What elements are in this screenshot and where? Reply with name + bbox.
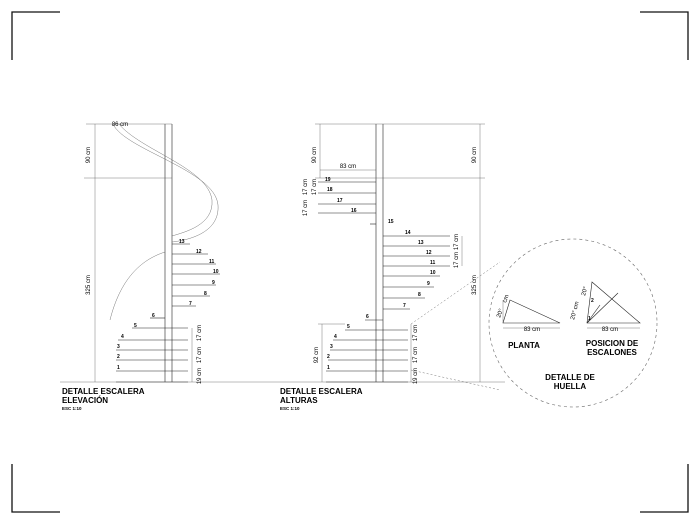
posicion-label: POSICION DE (586, 339, 639, 348)
alturas-step-number: 12 (426, 250, 432, 256)
alturas-step-number: 14 (405, 230, 411, 236)
posicion-step-number: 1 (588, 316, 591, 322)
huella-title: DETALLE DE (545, 373, 595, 382)
planta-width-dim: 83 cm (524, 327, 540, 333)
elevation-step-number: 5 (134, 323, 137, 329)
huella-detail-circle (488, 238, 658, 408)
elevation-step-number: 1 (117, 365, 120, 371)
alturas-dim-17: 17 cm (454, 252, 460, 268)
elevation-step-number: 8 (204, 291, 207, 297)
elevation-subtitle: ELEVACIÓN (62, 396, 108, 405)
elevation-step-number: 10 (213, 269, 219, 275)
planta-label: PLANTA (508, 341, 540, 350)
alturas-step-number: 4 (334, 334, 337, 340)
planta-angle-dim: 20° (496, 308, 505, 319)
alturas-step-number: 5 (347, 324, 350, 330)
alturas-step-number: 16 (351, 208, 357, 214)
alturas-scale: ESC 1:10 (280, 406, 300, 411)
huella-detail: 20° cm 83 cm PLANTA 20° cm 20° 83 cm 1 2… (410, 238, 658, 408)
alturas-step-number: 2 (327, 354, 330, 360)
alturas-top-left-dim: 90 cm (312, 147, 318, 163)
alturas-dim-17: 17 cm (413, 325, 419, 341)
alturas-dim-19: 19 cm (413, 368, 419, 384)
elevation-height-dim: 325 cm (86, 275, 92, 295)
posicion-width-dim: 83 cm (602, 327, 618, 333)
posicion-angle-dim: 20° cm (570, 301, 581, 321)
planta-angle-unit: cm (502, 294, 510, 304)
elevation-step-number: 12 (196, 249, 202, 255)
posicion-diagram: 20° cm 20° 83 cm 1 2 (570, 281, 641, 333)
elevation-scale: ESC 1:10 (62, 406, 82, 411)
alturas-step-number: 10 (430, 270, 436, 276)
alturas-step-number: 8 (418, 292, 421, 298)
alturas-title: DETALLE ESCALERA (280, 387, 363, 396)
alturas-dim-17: 17 cm (312, 179, 318, 195)
elevation-width-dim: 86 cm (112, 122, 128, 128)
alturas-step-number: 6 (366, 314, 369, 320)
alturas-dim-17: 17 cm (303, 179, 309, 195)
elevation-top-dim: 90 cm (86, 147, 92, 163)
alturas-step-number: 15 (388, 219, 394, 225)
alturas-right-treads (365, 235, 450, 321)
elevation-dim-17-b: 17 cm (197, 347, 203, 363)
elevation-step-numbers: 1 2 3 4 5 6 7 8 9 10 11 12 13 (117, 239, 219, 371)
elevation-view: 86 cm 90 cm 325 cm 17 cm 17 cm 19 cm 1 2… (60, 122, 300, 411)
huella-subtitle: HUELLA (554, 382, 587, 391)
alturas-low-dim: 92 cm (314, 347, 320, 363)
posicion-angle-b: 20° (581, 286, 589, 297)
alturas-dim-17: 17 cm (454, 234, 460, 250)
elevation-lower-treads (116, 327, 188, 383)
sheet-corner-marks (11, 11, 689, 513)
alturas-view: 83 cm 90 cm 90 cm 325 cm 92 cm 17 cm 17 … (280, 123, 505, 411)
elevation-step-number: 9 (212, 280, 215, 286)
alturas-width-dim: 83 cm (340, 164, 356, 170)
elevation-step-number: 2 (117, 354, 120, 360)
planta-diagram: 20° cm 83 cm (496, 294, 561, 333)
alturas-step-numbers: 1 2 3 4 5 6 7 8 9 10 11 12 13 14 15 16 1… (325, 177, 436, 371)
alturas-upper-treads (318, 181, 376, 225)
alturas-dim-17: 17 cm (303, 200, 309, 216)
alturas-step-number: 17 (337, 198, 343, 204)
alturas-subtitle: ALTURAS (280, 396, 318, 405)
alturas-step-number: 18 (327, 187, 333, 193)
alturas-top-right-dim: 90 cm (472, 147, 478, 163)
elevation-title: DETALLE ESCALERA (62, 387, 145, 396)
elevation-step-number: 6 (152, 313, 155, 319)
alturas-step-number: 11 (430, 260, 436, 266)
alturas-step-number: 7 (403, 303, 406, 309)
elevation-step-number: 11 (209, 259, 215, 265)
elevation-dim-19: 19 cm (197, 368, 203, 384)
alturas-height-dim: 325 cm (472, 275, 478, 295)
alturas-step-number: 9 (427, 281, 430, 287)
alturas-step-number: 3 (330, 344, 333, 350)
posicion-label-2: ESCALONES (587, 348, 637, 357)
elevation-upper-treads (150, 243, 220, 319)
alturas-step-number: 1 (327, 365, 330, 371)
elevation-step-number: 3 (117, 344, 120, 350)
alturas-lower-treads (326, 329, 408, 383)
elevation-dim-17-a: 17 cm (197, 325, 203, 341)
elevation-step-number: 7 (189, 301, 192, 307)
elevation-step-number: 4 (121, 334, 124, 340)
alturas-step-number: 19 (325, 177, 331, 183)
posicion-step-number: 2 (591, 298, 594, 304)
alturas-dim-17: 17 cm (413, 347, 419, 363)
alturas-step-number: 13 (418, 240, 424, 246)
elevation-step-number: 13 (179, 239, 185, 245)
